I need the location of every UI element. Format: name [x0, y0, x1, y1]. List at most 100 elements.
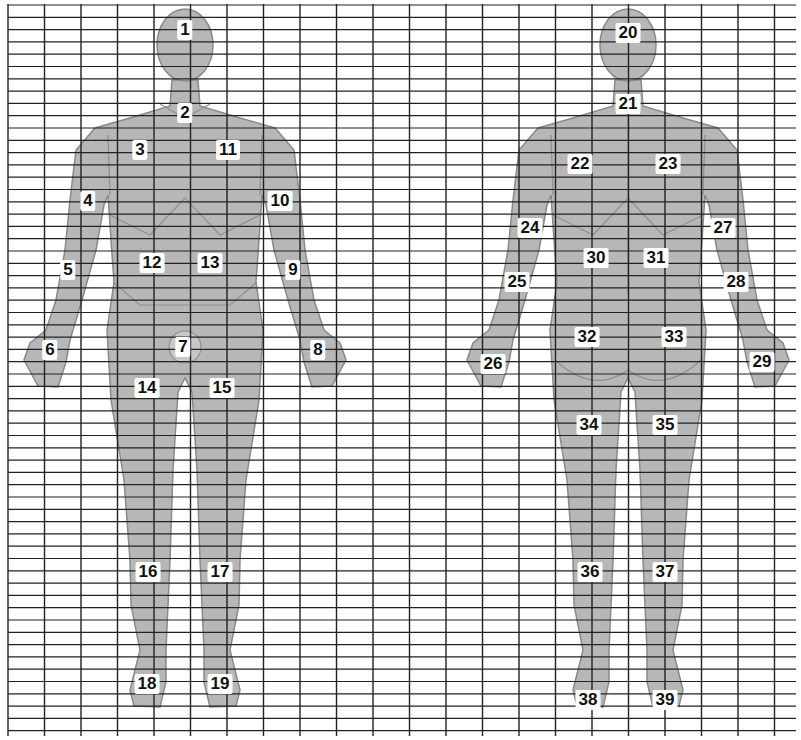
- callout-number: 20: [616, 23, 641, 43]
- grid-line: [8, 201, 796, 202]
- grid-line: [372, 4, 373, 736]
- head: [157, 9, 213, 81]
- callout-number: 33: [662, 327, 687, 347]
- grid-line: [8, 472, 796, 473]
- body-detail: [113, 282, 257, 305]
- grid-line: [44, 4, 45, 736]
- callout-number: 24: [518, 218, 543, 238]
- grid-line: [8, 533, 796, 534]
- grid-line: [8, 349, 796, 350]
- grid-line: [8, 29, 796, 30]
- callout-number: 39: [653, 690, 678, 710]
- grid-line: [8, 263, 796, 264]
- grid-line: [8, 373, 796, 374]
- grid-line: [8, 386, 796, 387]
- grid-line: [8, 410, 796, 411]
- body-outline: [24, 80, 346, 707]
- grid-line: [153, 4, 154, 736]
- grid-line: [8, 423, 796, 424]
- grid-line: [8, 435, 796, 436]
- callout-number: 21: [616, 94, 641, 114]
- grid-line: [8, 521, 796, 522]
- grid-line: [8, 718, 796, 719]
- grid-line: [299, 4, 300, 736]
- callout-number: 37: [653, 562, 678, 582]
- grid-line: [8, 681, 796, 682]
- callout-number: 35: [653, 415, 678, 435]
- grid-line: [8, 730, 796, 731]
- grid-line: [8, 115, 796, 116]
- grid-line: [8, 558, 796, 559]
- callout-number: 26: [481, 354, 506, 374]
- grid-line: [8, 656, 796, 657]
- grid-line: [8, 312, 796, 313]
- callout-number: 22: [568, 154, 593, 174]
- grid-line: [336, 4, 337, 736]
- grid-line: [8, 361, 796, 362]
- callout-number: 5: [60, 260, 75, 280]
- grid-line: [8, 300, 796, 301]
- grid-line: [8, 127, 796, 128]
- callout-number: 9: [285, 260, 300, 280]
- grid-line: [8, 4, 796, 5]
- grid-line: [263, 4, 264, 736]
- grid-line: [8, 669, 796, 670]
- grid-line: [8, 90, 796, 91]
- body-detail: [110, 198, 260, 235]
- grid-line: [8, 570, 796, 571]
- grid-line: [8, 546, 796, 547]
- callout-number: 14: [135, 378, 160, 398]
- grid-line: [8, 644, 796, 645]
- grid-line: [8, 287, 796, 288]
- grid-line: [8, 103, 796, 104]
- grid-line: [8, 226, 796, 227]
- grid-line: [8, 324, 796, 325]
- grid-line: [8, 275, 796, 276]
- grid-line: [8, 140, 796, 141]
- callout-number: 25: [505, 272, 530, 292]
- grid-line: [226, 4, 227, 736]
- grid-line: [737, 4, 738, 736]
- grid-line: [8, 496, 796, 497]
- grid-line: [8, 177, 796, 178]
- callout-number: 29: [750, 352, 775, 372]
- callout-number: 16: [136, 562, 161, 582]
- grid-line: [8, 509, 796, 510]
- callout-number: 15: [210, 378, 235, 398]
- grid-line: [8, 595, 796, 596]
- callout-number: 1: [177, 20, 192, 40]
- callout-number: 2: [177, 103, 192, 123]
- grid-line: [8, 619, 796, 620]
- grid-line: [8, 214, 796, 215]
- callout-number: 19: [208, 674, 233, 694]
- grid-line: [8, 693, 796, 694]
- callout-number: 11: [216, 140, 240, 160]
- grid-line: [445, 4, 446, 736]
- grid-line: [591, 4, 592, 736]
- body-figures: [24, 9, 789, 707]
- grid-line: [8, 17, 796, 18]
- grid-line: [555, 4, 556, 736]
- grid-line: [8, 582, 796, 583]
- callout-number: 4: [80, 191, 95, 211]
- grid-line: [701, 4, 702, 736]
- grid-line: [8, 447, 796, 448]
- callout-number: 30: [584, 248, 609, 268]
- callout-number: 38: [576, 690, 601, 710]
- grid-line: [8, 250, 796, 251]
- grid: [8, 4, 796, 736]
- callout-number: 23: [656, 154, 681, 174]
- callout-number: 17: [208, 562, 233, 582]
- grid-line: [8, 238, 796, 239]
- grid-line: [8, 398, 796, 399]
- grid-line: [8, 484, 796, 485]
- callout-number: 27: [711, 218, 736, 238]
- callout-number: 6: [42, 340, 57, 360]
- grid-line: [664, 4, 665, 736]
- grid-line: [8, 705, 796, 706]
- grid-line: [8, 607, 796, 608]
- callout-number: 12: [140, 253, 165, 273]
- grid-line: [8, 41, 796, 42]
